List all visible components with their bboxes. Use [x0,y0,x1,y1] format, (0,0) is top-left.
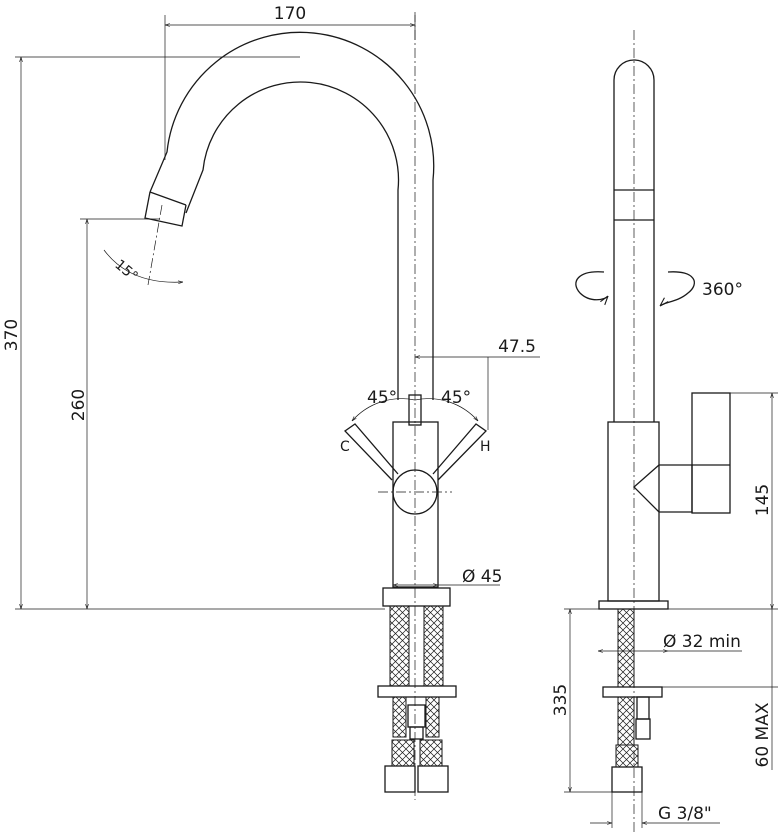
dim-total-height: 370 [2,56,385,610]
dim-spout-height-label: 260 [69,389,89,421]
dim-hole-diameter-label: Ø 32 min [663,632,741,652]
front-view: 170 370 260 15° 47.5 [2,4,540,800]
rotation-indicator: 360° [575,271,743,306]
hot-label: H [480,439,491,455]
dim-handle-angles: 45° 45° C H [340,388,491,455]
dim-spout-height: 260 [69,218,160,609]
dim-thread: G 3/8" [590,792,720,828]
dim-width-label: 170 [274,4,306,24]
dim-base-diameter: Ø 45 [393,567,502,587]
rotation-label: 360° [702,280,743,300]
dim-base-diameter-label: Ø 45 [462,567,502,587]
dim-spout-angle: 15° [103,249,183,285]
dim-handle-offset: 47.5 [415,337,540,430]
side-view: 360° 145 Ø 32 min 335 60 MAX [551,30,778,832]
dim-shank-length: 335 [551,608,612,793]
dim-shank-length-label: 335 [551,684,571,716]
dim-thread-label: G 3/8" [658,804,712,824]
side-body [598,392,731,610]
dim-deck-thickness: 60 MAX [662,609,778,770]
supply-hoses [377,605,457,793]
dim-deck-thickness-label: 60 MAX [753,702,773,767]
cold-label: C [340,439,350,455]
dim-handle-offset-label: 47.5 [498,337,536,357]
angle-left-label: 45° [367,388,397,408]
dim-width: 170 [164,4,416,160]
dim-hole-diameter: Ø 32 min [598,632,742,652]
side-hoses [602,608,663,793]
dim-lever-height: 145 [668,392,778,610]
dim-lever-height-label: 145 [753,484,773,516]
dim-total-height-label: 370 [2,319,22,351]
spout [144,31,435,400]
faucet-body [344,394,488,607]
dim-spout-angle-label: 15° [111,257,140,285]
angle-right-label: 45° [441,388,471,408]
